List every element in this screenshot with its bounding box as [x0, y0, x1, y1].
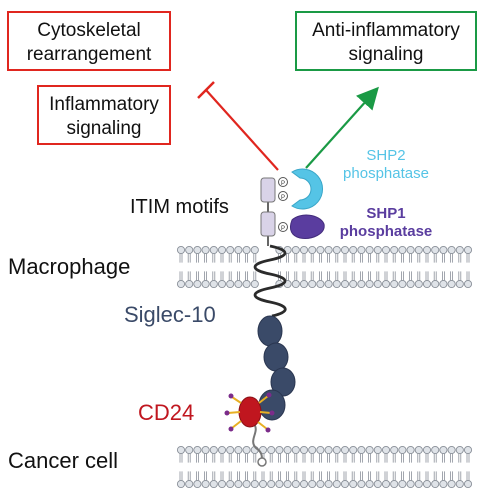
siglec-10-label: Siglec-10 — [124, 302, 216, 327]
shp2-label-line-2: phosphatase — [343, 165, 429, 182]
shp1-label-line-1: SHP1 — [366, 205, 405, 222]
anti-inflammatory-line-1: Anti-inflammatory — [312, 20, 460, 41]
cytoskeletal-box — [7, 11, 171, 71]
phospho-label-3: P — [281, 226, 285, 232]
phospho-label-2: P — [281, 195, 285, 201]
activation-arrow — [305, 86, 379, 169]
cancer-cell-label: Cancer cell — [8, 448, 118, 473]
gpi-anchor — [257, 457, 267, 467]
inflammatory-box — [37, 85, 171, 145]
itim-motif-2 — [260, 211, 276, 237]
phospho-site-2 — [278, 191, 288, 201]
shp2-label-line-1: SHP2 — [366, 147, 405, 164]
shp2-phosphatase — [291, 168, 323, 210]
inflammatory-line-1: Inflammatory — [49, 94, 159, 115]
inflammatory-line-2: signaling — [67, 118, 142, 139]
phospho-label-1: P — [281, 181, 285, 187]
inhibition-line — [205, 89, 279, 171]
phospho-site-1 — [278, 177, 288, 187]
siglec-domain-1 — [257, 315, 283, 347]
cytoskeletal-line-2: rearrangement — [27, 44, 152, 65]
cytoskeletal-line-1: Cytoskeletal — [37, 20, 141, 41]
macrophage-membrane — [176, 245, 473, 289]
inhibition-bar — [197, 81, 215, 99]
cd24-glycans — [227, 395, 272, 430]
anti-inflammatory-box — [295, 11, 477, 71]
cd24-glycan-tips — [224, 392, 275, 433]
shp1-phosphatase — [289, 214, 325, 239]
shp1-label-line-2: phosphatase — [340, 223, 433, 240]
anti-inflammatory-line-2: signaling — [349, 44, 424, 65]
itim-motif-1 — [260, 177, 276, 203]
siglec-domain-2 — [263, 342, 289, 372]
macrophage-label: Macrophage — [8, 254, 130, 279]
itim-motifs-label: ITIM motifs — [130, 196, 229, 218]
cd24-anchor-tail — [252, 423, 263, 461]
phospho-site-3 — [278, 222, 288, 232]
cancer-cell-membrane — [176, 445, 473, 489]
cd24-label: CD24 — [138, 400, 194, 425]
siglec-transmembrane-helix — [253, 244, 287, 318]
